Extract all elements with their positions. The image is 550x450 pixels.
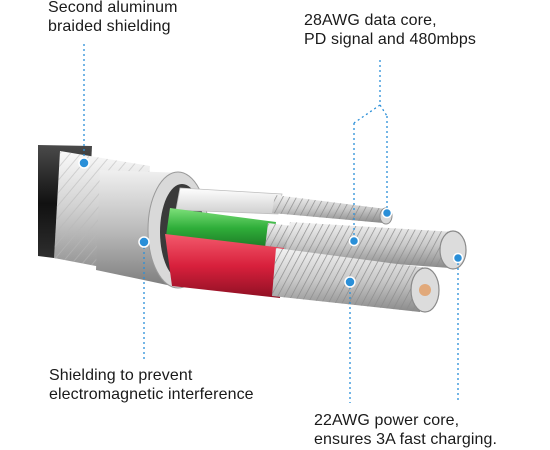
cable-illustration xyxy=(38,145,467,313)
braided-shielding-label-line-2: braided shielding xyxy=(48,18,171,35)
power-core-label-line-1: 22AWG power core, xyxy=(314,412,460,429)
braided-shielding-label-line-1: Second aluminum xyxy=(48,0,178,16)
callout-dot-icon xyxy=(78,157,90,169)
callout-dot-icon xyxy=(344,276,356,288)
emi-shielding-label-line-1: Shielding to prevent xyxy=(49,367,193,384)
callout-dot-icon xyxy=(381,207,393,219)
callout-dot-icon xyxy=(452,252,464,264)
braided-shielding-label: Second aluminum braided shielding xyxy=(48,0,178,36)
data-core-label: 28AWG data core, PD signal and 480mbps xyxy=(304,11,476,49)
emi-shielding-label: Shielding to prevent electromagnetic int… xyxy=(49,366,254,404)
white-wire xyxy=(175,187,283,215)
callout-lines xyxy=(83,44,459,403)
callout-dot-icon xyxy=(348,235,360,247)
power-core-label-line-2: ensures 3A fast charging. xyxy=(314,431,498,448)
callout-dots xyxy=(78,157,464,288)
data-core-label-line-2: PD signal and 480mbps xyxy=(304,31,476,48)
ground-wire-end xyxy=(439,230,467,270)
callout-dot-icon xyxy=(138,236,150,248)
emi-shielding-label-line-2: electromagnetic interference xyxy=(49,386,254,403)
power-core-label: 22AWG power core, ensures 3A fast chargi… xyxy=(314,411,497,449)
red-wire xyxy=(165,234,284,298)
data-core-label-line-1: 28AWG data core, xyxy=(304,12,437,29)
